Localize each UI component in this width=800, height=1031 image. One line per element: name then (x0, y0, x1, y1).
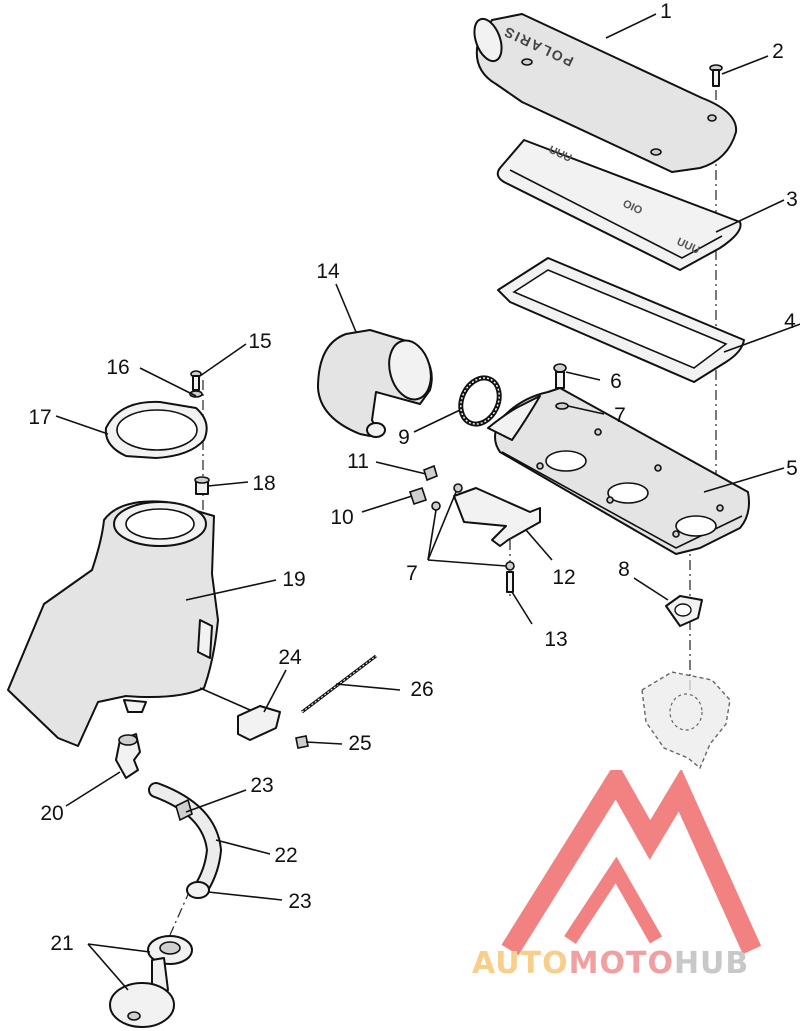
part-22-hose (148, 782, 223, 898)
callout-13: 13 (544, 628, 567, 651)
part-3-filter-plate: UUU OIO UUU (496, 139, 742, 271)
callout-20: 20 (40, 802, 63, 825)
leader-9 (413, 409, 461, 433)
leader-7b-b (427, 509, 437, 561)
part-9-clamp (458, 375, 502, 427)
callout-14: 14 (316, 260, 340, 283)
callout-25: 25 (348, 732, 371, 755)
callout-3: 3 (786, 188, 798, 211)
part-14-intake-duct (317, 329, 433, 438)
automotohub-logo-icon (501, 770, 762, 956)
leader-23a (185, 789, 247, 813)
leader-20 (65, 771, 121, 807)
part-1-silencer-cover: POLARIS (473, 13, 738, 173)
leader-26 (335, 683, 401, 691)
callout-10: 10 (330, 506, 353, 529)
wordmark-moto: MOTO (568, 946, 674, 981)
leader-7b-c (427, 559, 507, 567)
leader-18 (207, 481, 249, 487)
callout-23a: 23 (250, 774, 273, 797)
leader-15 (199, 343, 247, 377)
callout-5: 5 (786, 457, 798, 480)
part-10-bolt (408, 486, 428, 506)
part-21-drain-plug (109, 935, 193, 1028)
callout-17: 17 (28, 406, 51, 429)
wordmark-hub: HUB (673, 946, 750, 981)
callout-1: 1 (660, 0, 672, 23)
leader-14 (335, 283, 357, 333)
wordmark-auto: AUTO (472, 946, 569, 981)
part-24-clip (237, 705, 281, 741)
part-12-bracket (453, 487, 541, 547)
leader-2 (721, 55, 769, 75)
leader-10 (361, 495, 413, 513)
callout-26: 26 (410, 678, 433, 701)
leader-1 (605, 13, 657, 39)
callout-12: 12 (552, 566, 575, 589)
callout-22: 22 (274, 844, 297, 867)
callout-18: 18 (252, 472, 275, 495)
part-23-clamp-lower (186, 881, 210, 899)
leader-21b (87, 943, 129, 991)
leader-19-box (199, 687, 251, 711)
part-15-screw (190, 370, 202, 391)
callout-19: 19 (282, 568, 305, 591)
callout-9: 9 (398, 426, 410, 449)
part-5-airbox-base (487, 387, 750, 555)
part-6-bolt (553, 363, 567, 389)
leader-7a (567, 405, 605, 415)
leader-4 (723, 323, 800, 353)
callout-11: 11 (347, 450, 369, 473)
logo-inner-triangle (564, 856, 663, 944)
callout-7a: 7 (614, 404, 626, 427)
callout-24: 24 (278, 646, 302, 669)
leader-3 (715, 199, 785, 233)
callout-23b: 23 (288, 890, 311, 913)
part-25-screw (295, 735, 309, 749)
carburetor-illustration (641, 671, 731, 770)
leader-17 (55, 415, 109, 435)
leader-5 (703, 467, 785, 493)
part-19-intake-box (7, 500, 219, 747)
part-2-screw (709, 64, 723, 87)
callout-2: 2 (772, 40, 784, 63)
leader-12 (525, 529, 553, 561)
part-18-grommet (194, 476, 210, 495)
automotohub-wordmark: AUTOMOTOHUB (472, 946, 798, 981)
part-7-washer-upper (555, 402, 569, 410)
leader-22 (215, 839, 271, 855)
part-4-gasket (497, 257, 745, 383)
part-20-elbow (115, 733, 141, 779)
part-11-screw (423, 464, 438, 482)
part-17-ring-gasket (104, 400, 208, 459)
leader-19 (185, 579, 277, 601)
callout-8: 8 (618, 558, 630, 581)
callout-4: 4 (784, 310, 796, 333)
leader-25 (305, 741, 343, 745)
part-13-screw (506, 571, 514, 593)
leader-16 (139, 367, 197, 397)
part-8-flange-gasket (665, 595, 703, 627)
part-16-washer (189, 390, 203, 398)
leader-21a (87, 943, 151, 953)
callout-21: 21 (50, 932, 73, 955)
callout-16: 16 (106, 356, 129, 379)
leader-6 (565, 371, 601, 381)
leader-7b-a (427, 491, 457, 561)
callout-6: 6 (610, 370, 622, 393)
leader-13 (511, 591, 533, 625)
leader-24 (263, 669, 287, 713)
leader-8 (633, 577, 669, 601)
callout-15: 15 (248, 330, 271, 353)
leader-11 (375, 461, 427, 475)
part-23-clamp-upper (175, 798, 193, 822)
centerline-drain (169, 889, 191, 936)
leader-23b (207, 891, 283, 901)
callout-7b: 7 (406, 562, 418, 585)
logo-outer-triangle (501, 770, 762, 956)
